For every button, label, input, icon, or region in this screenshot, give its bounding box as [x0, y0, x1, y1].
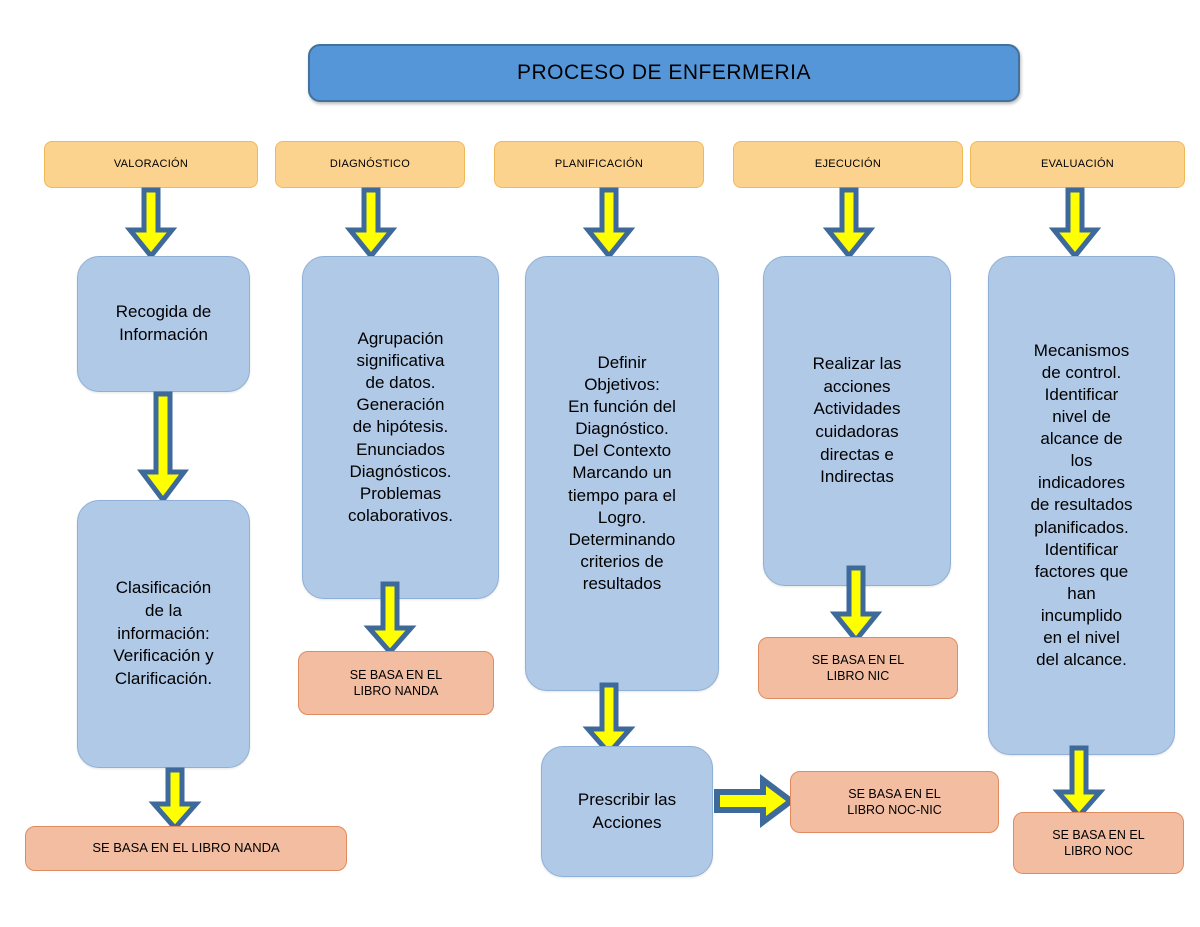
process-box-definir-objetivos[interactable]: Definir Objetivos: En función del Diagnó…	[525, 256, 719, 691]
reference-box-noc-nic-planificacion[interactable]: SE BASA EN EL LIBRO NOC-NIC	[790, 771, 999, 833]
arrow-down-ejecucion-to-nic	[829, 565, 883, 644]
arrow-down-evaluacion-to-noc	[1052, 745, 1106, 820]
process-box-agrupacion-datos[interactable]: Agrupación significativa de datos. Gener…	[302, 256, 499, 599]
arrow-right-prescribir-to-noc-nic	[714, 774, 796, 828]
phase-tab-valoracion[interactable]: VALORACIÓN	[44, 141, 258, 188]
arrow-down-diagnostico-to-step1	[344, 187, 398, 260]
arrow-down-clasificacion-to-nanda	[148, 767, 202, 832]
reference-box-noc-evaluacion[interactable]: SE BASA EN EL LIBRO NOC	[1013, 812, 1184, 874]
reference-box-nanda-diagnostico[interactable]: SE BASA EN EL LIBRO NANDA	[298, 651, 494, 715]
phase-tab-planificacion[interactable]: PLANIFICACIÓN	[494, 141, 704, 188]
process-box-clasificacion-informacion[interactable]: Clasificación de la información: Verific…	[77, 500, 250, 768]
arrow-down-ejecucion-to-step1	[822, 187, 876, 260]
process-box-mecanismos-control[interactable]: Mecanismos de control. Identificar nivel…	[988, 256, 1175, 755]
arrow-down-evaluacion-to-step1	[1048, 187, 1102, 260]
diagram-title: PROCESO DE ENFERMERIA	[308, 44, 1020, 102]
arrow-down-planificacion-to-step1	[582, 187, 636, 260]
arrow-down-objetivos-to-prescribir	[582, 682, 636, 757]
arrow-down-diagnostico-to-nanda	[363, 581, 417, 656]
phase-tab-ejecucion[interactable]: EJECUCIÓN	[733, 141, 963, 188]
reference-box-nic-ejecucion[interactable]: SE BASA EN EL LIBRO NIC	[758, 637, 958, 699]
arrow-down-recogida-to-clasificacion	[137, 391, 189, 505]
process-box-recogida-informacion[interactable]: Recogida de Información	[77, 256, 250, 392]
process-box-realizar-acciones[interactable]: Realizar las acciones Actividades cuidad…	[763, 256, 951, 586]
process-box-prescribir-acciones[interactable]: Prescribir las Acciones	[541, 746, 713, 877]
phase-tab-evaluacion[interactable]: EVALUACIÓN	[970, 141, 1185, 188]
reference-box-nanda-valoracion[interactable]: SE BASA EN EL LIBRO NANDA	[25, 826, 347, 871]
arrow-down-valoracion-to-step1	[124, 187, 178, 260]
phase-tab-diagnostico[interactable]: DIAGNÓSTICO	[275, 141, 465, 188]
